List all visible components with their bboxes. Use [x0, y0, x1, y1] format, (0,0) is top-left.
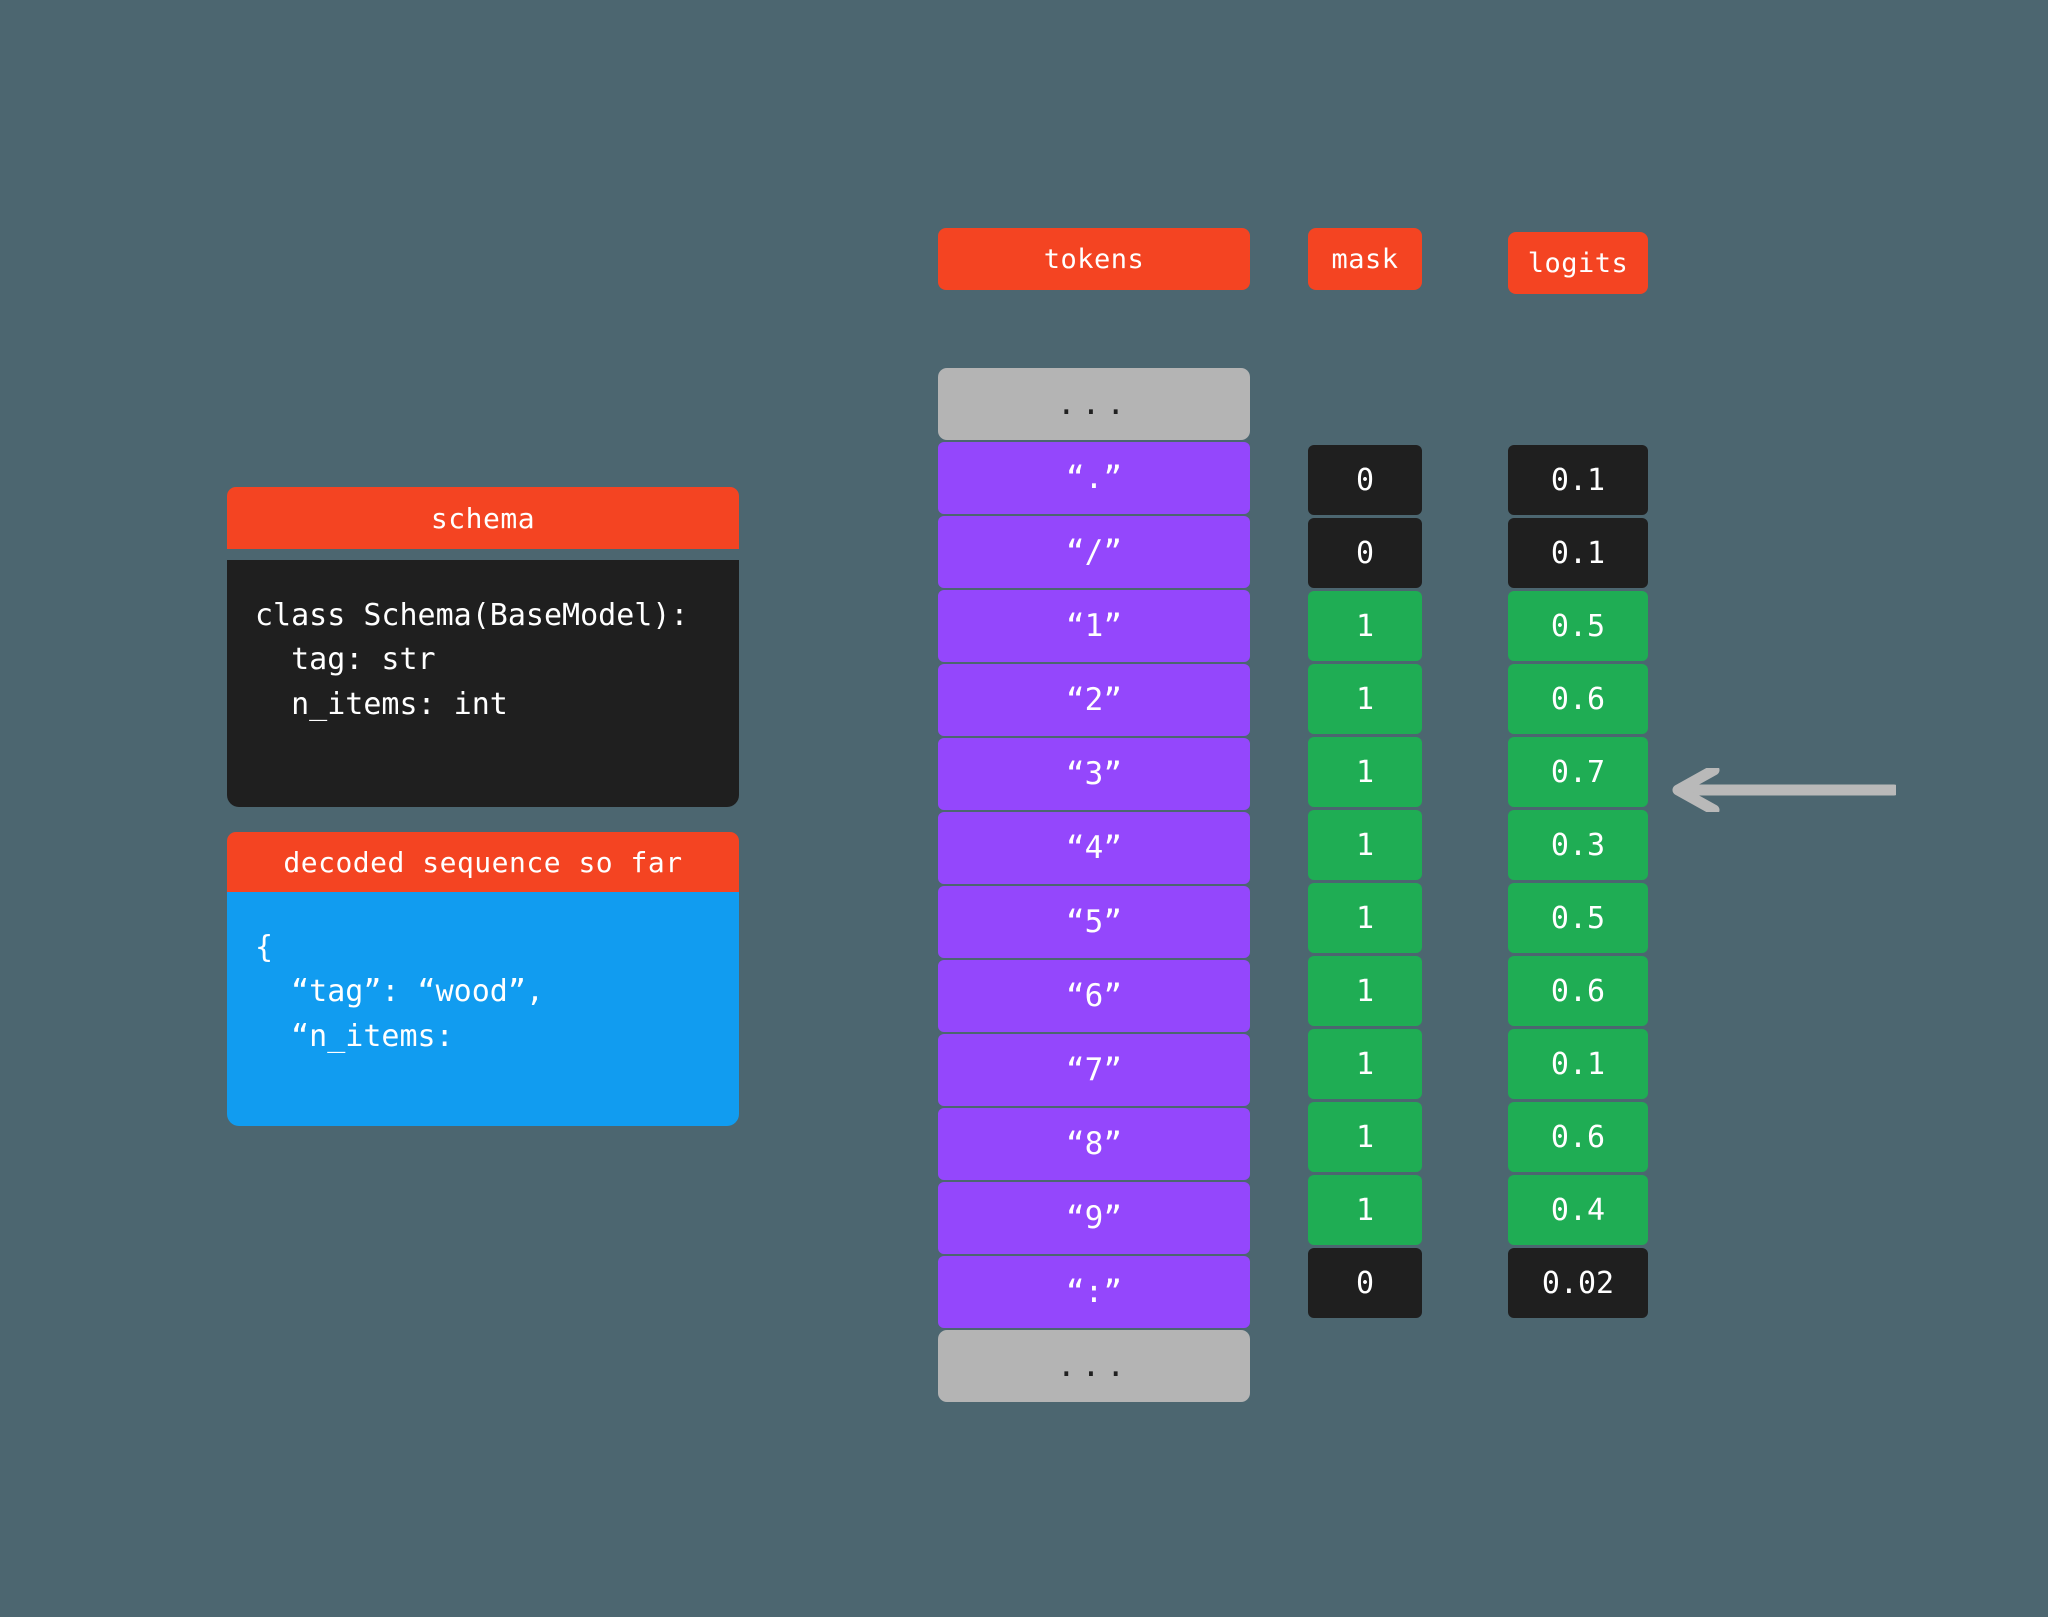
schema-code-block: class Schema(BaseModel): tag: str n_item…: [227, 560, 739, 807]
decoded-sequence-panel-title: decoded sequence so far: [227, 832, 739, 892]
mask-cell: 1: [1308, 664, 1422, 734]
logits-column-header: logits: [1508, 232, 1648, 294]
token-cell: “7”: [938, 1034, 1250, 1106]
mask-cell: 1: [1308, 1029, 1422, 1099]
mask-cell: 1: [1308, 810, 1422, 880]
token-cell: “:”: [938, 1256, 1250, 1328]
mask-cell: 1: [1308, 1102, 1422, 1172]
logit-cell: 0.5: [1508, 591, 1648, 661]
logit-cell: 0.1: [1508, 518, 1648, 588]
token-cell: “4”: [938, 812, 1250, 884]
mask-cell: 1: [1308, 956, 1422, 1026]
schema-panel-title: schema: [227, 487, 739, 549]
mask-cell: 1: [1308, 883, 1422, 953]
mask-cell: 0: [1308, 1248, 1422, 1318]
logit-cell: 0.5: [1508, 883, 1648, 953]
tokens-column: ...“.”“/”“1”“2”“3”“4”“5”“6”“7”“8”“9”“:”.…: [938, 368, 1250, 1404]
token-cell: ...: [938, 1330, 1250, 1402]
mask-cell: 1: [1308, 591, 1422, 661]
logit-cell: 0.1: [1508, 445, 1648, 515]
token-cell: “2”: [938, 664, 1250, 736]
token-cell: “5”: [938, 886, 1250, 958]
mask-cell: 0: [1308, 445, 1422, 515]
token-cell: “9”: [938, 1182, 1250, 1254]
decoded-sequence-code-block: { “tag”: “wood”, “n_items:: [227, 892, 739, 1126]
mask-cell: 0: [1308, 518, 1422, 588]
logit-cell: 0.6: [1508, 956, 1648, 1026]
mask-cell: 1: [1308, 737, 1422, 807]
logit-cell: 0.6: [1508, 664, 1648, 734]
logit-cell: 0.4: [1508, 1175, 1648, 1245]
token-cell: ...: [938, 368, 1250, 440]
mask-column-header: mask: [1308, 228, 1422, 290]
logit-cell: 0.7: [1508, 737, 1648, 807]
logit-cell: 0.3: [1508, 810, 1648, 880]
token-cell: “/”: [938, 516, 1250, 588]
mask-cell: 1: [1308, 1175, 1422, 1245]
tokens-column-header: tokens: [938, 228, 1250, 290]
logit-cell: 0.6: [1508, 1102, 1648, 1172]
token-cell: “3”: [938, 738, 1250, 810]
token-cell: “6”: [938, 960, 1250, 1032]
logit-cell: 0.1: [1508, 1029, 1648, 1099]
token-cell: “.”: [938, 442, 1250, 514]
token-cell: “8”: [938, 1108, 1250, 1180]
token-cell: “1”: [938, 590, 1250, 662]
selected-logit-arrow: [1668, 764, 1900, 816]
logit-cell: 0.02: [1508, 1248, 1648, 1318]
